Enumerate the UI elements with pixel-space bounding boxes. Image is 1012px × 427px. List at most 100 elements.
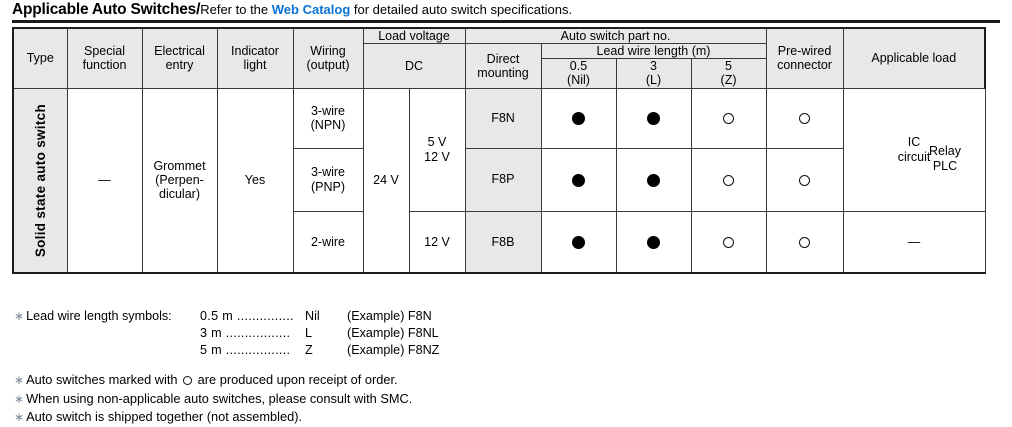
lead-wire-len-2-value: 5 m xyxy=(200,343,222,357)
bottom-note-0-post: are produced upon receipt of order. xyxy=(194,372,398,387)
relay-plc-l2: PLC xyxy=(932,159,958,173)
th-length-05: 0.5 (Nil) xyxy=(540,58,617,89)
bottom-note-0: ∗Auto switches marked with are produced … xyxy=(14,371,412,390)
td-voltage-group-1-l1: 5 V xyxy=(427,135,447,150)
table-row: Solid state auto switch — Grommet (Perpe… xyxy=(12,87,986,274)
th-wiring-l1: Wiring xyxy=(310,44,346,59)
lead-wire-len-1: 3 m ................. xyxy=(200,325,305,342)
lead-wire-example-1: (Example) F8NL xyxy=(347,326,439,340)
lead-wire-len-0: 0.5 m ............... xyxy=(200,308,305,325)
auto-switch-spec-table: Type Special function Electrical entry I… xyxy=(12,27,987,274)
auto-switch-spec-table-wrap: Type Special function Electrical entry I… xyxy=(12,27,987,274)
td-applicable-load-ic-l2: circuit xyxy=(897,149,931,164)
header-row-3: 0.5 (Nil) 3 (L) 5 (Z) xyxy=(13,58,985,89)
th-pre-wired-l2: connector xyxy=(777,58,832,73)
th-special-function-l1: Special xyxy=(84,44,125,59)
table-row: 2-wire 12 V F8B — xyxy=(13,210,986,274)
lead-wire-symbol-2: Z xyxy=(305,343,313,357)
relay-plc-l1: Relay xyxy=(929,144,961,158)
th-indicator-light-l1: Indicator xyxy=(231,44,279,59)
th-direct-mounting-l2: mounting xyxy=(477,65,529,80)
th-pre-wired-connector: Pre-wired connector xyxy=(765,27,844,89)
bottom-notes: ∗Auto switches marked with are produced … xyxy=(14,371,412,427)
th-length-5-l1: 5 xyxy=(725,59,732,74)
td-len5-row1 xyxy=(690,87,767,149)
lead-wire-len-1-value: 3 m xyxy=(200,326,222,340)
td-applicable-load-relay-plc: Relay PLC xyxy=(906,144,984,174)
bottom-note-2-pre: Auto switch is shipped together (not ass… xyxy=(26,409,303,424)
lead-wire-len-0-value: 0.5 m xyxy=(200,309,233,323)
th-length-3: 3 (L) xyxy=(615,58,692,89)
th-length-3-l2: (L) xyxy=(645,73,662,88)
td-len5-row2 xyxy=(690,147,767,212)
asterisk-icon: ∗ xyxy=(14,309,25,323)
td-applicable-load-ic: IC circuit xyxy=(842,87,986,212)
td-type-label: Solid state auto switch xyxy=(32,103,48,257)
td-len05-row3 xyxy=(540,210,617,274)
td-load-voltage-dc: 24 V xyxy=(362,87,410,274)
td-wiring-row1: 3-wire (NPN) xyxy=(292,87,364,149)
lead-wire-heading-text: Lead wire length symbols: xyxy=(26,309,172,323)
th-applicable-load: Applicable load xyxy=(842,27,987,89)
td-wiring-row3-l1: 2-wire xyxy=(310,234,346,249)
title-underline-rule xyxy=(12,20,1000,23)
th-special-function-l2: function xyxy=(82,58,127,73)
td-wiring-row2: 3-wire (PNP) xyxy=(292,147,364,212)
title-before-link: Refer to the xyxy=(200,2,272,17)
th-special-function: Special function xyxy=(66,27,143,89)
th-length-05-l2: (Nil) xyxy=(567,73,590,88)
lead-wire-symbol-0: Nil xyxy=(305,309,320,323)
table-body: Solid state auto switch — Grommet (Perpe… xyxy=(12,87,986,274)
asterisk-icon: ∗ xyxy=(14,373,25,387)
lead-wire-dots-1: ................. xyxy=(225,326,291,340)
open-circle-icon xyxy=(799,113,811,125)
lead-wire-example-2: (Example) F8NZ xyxy=(347,343,440,357)
header-row-2: DC Direct mounting Lead wire length (m) xyxy=(13,43,985,89)
td-len05-row1 xyxy=(540,87,617,149)
th-type: Type xyxy=(12,27,68,89)
th-length-5-l2: (Z) xyxy=(720,73,737,88)
bottom-note-2: ∗Auto switch is shipped together (not as… xyxy=(14,408,412,427)
td-indicator-light: Yes xyxy=(216,87,294,274)
td-len05-row2 xyxy=(540,147,617,212)
page-title: Applicable Auto Switches/Refer to the We… xyxy=(12,1,1000,23)
open-circle-icon xyxy=(723,113,735,125)
web-catalog-link[interactable]: Web Catalog xyxy=(271,2,351,17)
td-prewired-row3 xyxy=(765,210,844,274)
td-wiring-row2-l2: (PNP) xyxy=(310,179,346,194)
th-indicator-light: Indicator light xyxy=(216,27,294,89)
bottom-note-0-pre: Auto switches marked with xyxy=(26,372,182,387)
th-lead-wire-length: Lead wire length (m) xyxy=(540,43,767,60)
th-indicator-light-l2: light xyxy=(243,58,267,73)
bottom-note-1-pre: When using non-applicable auto switches,… xyxy=(26,390,413,406)
td-len3-row1 xyxy=(615,87,692,149)
filled-circle-icon xyxy=(572,235,585,249)
th-wiring-l2: (output) xyxy=(306,58,350,73)
td-electrical-entry-l1: Grommet xyxy=(153,159,206,174)
table-head: Type Special function Electrical entry I… xyxy=(12,27,987,89)
td-len3-row2 xyxy=(615,147,692,212)
td-wiring-row1-l1: 3-wire xyxy=(310,103,346,118)
header-row-1: Type Special function Electrical entry I… xyxy=(12,27,987,89)
table-row: 3-wire (PNP) F8P xyxy=(13,147,985,212)
td-electrical-entry-l2: (Perpen- xyxy=(155,173,204,188)
th-load-voltage: Load voltage xyxy=(362,27,466,45)
asterisk-icon: ∗ xyxy=(14,410,25,424)
filled-circle-icon xyxy=(572,112,585,126)
filled-circle-icon xyxy=(572,173,585,187)
th-wiring-output: Wiring (output) xyxy=(292,27,364,89)
filled-circle-icon xyxy=(647,112,660,126)
open-circle-icon xyxy=(799,236,811,248)
td-applicable-load-ic-l1: IC xyxy=(907,135,921,150)
filled-circle-icon xyxy=(647,173,660,187)
td-special-function: — xyxy=(66,87,143,274)
td-prewired-row2 xyxy=(765,147,844,212)
td-part-no-row3: F8B xyxy=(464,210,542,274)
td-voltage-group-1-l2: 12 V xyxy=(424,149,450,164)
lead-wire-notes: ∗Lead wire length symbols: 0.5 m .......… xyxy=(14,308,467,359)
td-wiring-row3: 2-wire xyxy=(292,210,364,274)
open-circle-icon xyxy=(723,174,735,186)
th-direct-mounting-l1: Direct xyxy=(486,51,520,66)
td-wiring-row2-l1: 3-wire xyxy=(310,165,346,180)
